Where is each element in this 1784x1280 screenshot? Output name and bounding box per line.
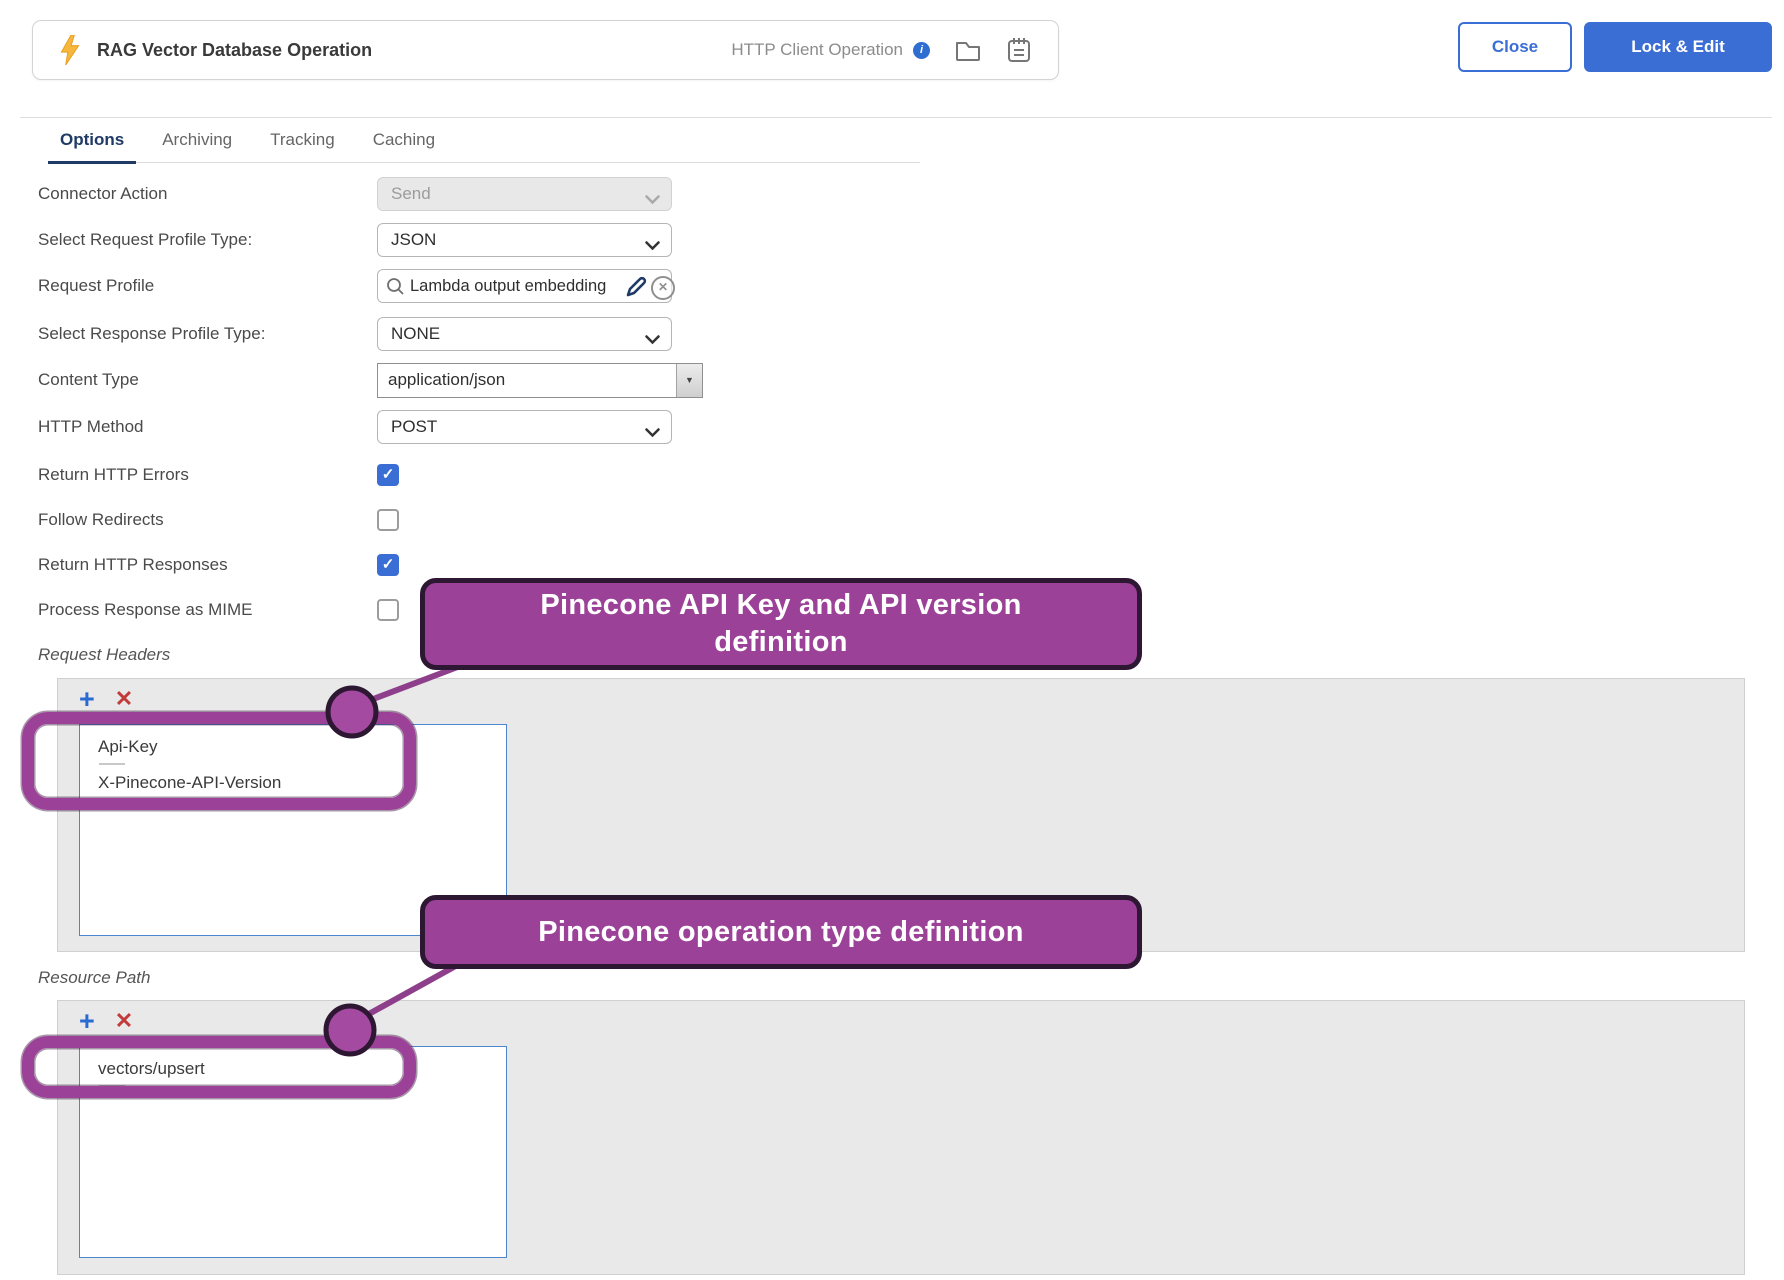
form-row-connector-action: Connector Action Send [38, 177, 703, 211]
return-http-responses-checkbox[interactable]: ✓ [377, 554, 399, 576]
content-type-label: Content Type [38, 370, 139, 389]
form-row-request-profile: Request Profile Lambda output embedding … [38, 269, 703, 303]
tab-archiving[interactable]: Archiving [162, 130, 233, 149]
list-item[interactable]: Api-Key [98, 737, 158, 756]
response-profile-type-label: Select Response Profile Type: [38, 324, 266, 343]
form-row-follow-redirects: Follow Redirects [38, 509, 703, 531]
annotation-callout-text: Pinecone operation type definition [538, 915, 1024, 948]
request-headers-toolbar: + ✕ [58, 679, 1744, 714]
annotation-callout-operation: Pinecone operation type definition [420, 895, 1142, 969]
options-form: Connector Action Send Select Request Pro… [38, 177, 703, 644]
add-icon[interactable]: + [79, 684, 95, 714]
connector-action-value: Send [391, 184, 431, 203]
http-method-label: HTTP Method [38, 417, 144, 436]
folder-icon[interactable] [954, 38, 982, 62]
annotation-callout-api-key: Pinecone API Key and API version definit… [420, 578, 1142, 670]
form-row-content-type: Content Type application/json ▼ [38, 362, 703, 398]
return-http-responses-label: Return HTTP Responses [38, 555, 228, 574]
connector-action-label: Connector Action [38, 184, 168, 203]
tab-options[interactable]: Options [48, 130, 137, 164]
request-headers-section-label: Request Headers [38, 645, 171, 664]
http-method-value: POST [391, 417, 438, 436]
form-row-return-http-responses: Return HTTP Responses ✓ [38, 554, 703, 576]
combobox-dropdown-button[interactable]: ▼ [676, 363, 702, 397]
request-profile-value: Lambda output embedding [410, 276, 607, 295]
tabs-bar: Options Archiving Tracking Caching [48, 130, 920, 164]
content-type-combobox[interactable]: application/json ▼ [377, 362, 703, 398]
request-profile-type-select[interactable]: JSON [377, 223, 672, 257]
close-button[interactable]: Close [1458, 22, 1572, 72]
form-row-http-method: HTTP Method POST [38, 410, 703, 444]
chevron-down-icon [645, 236, 660, 256]
form-row-return-http-errors: Return HTTP Errors ✓ [38, 464, 703, 486]
annotation-highlight-resource-path [22, 1036, 416, 1098]
delete-icon[interactable]: ✕ [114, 686, 134, 711]
http-method-select[interactable]: POST [377, 410, 672, 444]
chevron-down-icon [645, 190, 660, 210]
request-profile-field[interactable]: Lambda output embedding ✕ [377, 269, 675, 305]
delete-icon[interactable]: ✕ [114, 1008, 134, 1033]
info-icon[interactable]: i [913, 41, 930, 59]
resource-path-toolbar: + ✕ [58, 1001, 1744, 1036]
lock-edit-button[interactable]: Lock & Edit [1584, 22, 1772, 72]
content-type-value: application/json [388, 370, 506, 389]
operation-header-card: RAG Vector Database Operation HTTP Clien… [32, 20, 1059, 80]
form-row-process-response-as-mime: Process Response as MIME [38, 599, 703, 621]
follow-redirects-checkbox[interactable] [377, 509, 399, 531]
request-profile-type-label: Select Request Profile Type: [38, 230, 253, 249]
response-profile-type-value: NONE [391, 324, 441, 343]
lightning-icon [59, 35, 81, 65]
annotation-callout-text: Pinecone API Key and API version definit… [540, 589, 1022, 658]
process-response-as-mime-checkbox[interactable] [377, 599, 399, 621]
return-http-errors-label: Return HTTP Errors [38, 465, 189, 484]
request-profile-type-value: JSON [391, 230, 437, 249]
annotation-highlight-request-headers [22, 712, 416, 810]
tab-tracking[interactable]: Tracking [270, 130, 335, 149]
search-icon [386, 277, 405, 296]
list-item[interactable]: vectors/upsert [98, 1059, 205, 1078]
process-response-as-mime-label: Process Response as MIME [38, 600, 253, 619]
operation-type-label: HTTP Client Operation [731, 40, 903, 59]
connector-action-select: Send [377, 177, 672, 211]
item-handle-line [99, 763, 125, 765]
response-profile-type-select[interactable]: NONE [377, 317, 672, 351]
operation-type-wrap: HTTP Client Operation i [731, 36, 1032, 64]
chevron-down-icon [645, 330, 660, 350]
notepad-icon[interactable] [1006, 36, 1032, 64]
clear-icon[interactable]: ✕ [651, 276, 675, 300]
request-profile-label: Request Profile [38, 276, 155, 295]
form-row-request-profile-type: Select Request Profile Type: JSON [38, 223, 703, 257]
list-item[interactable]: X-Pinecone-API-Version [98, 773, 282, 792]
follow-redirects-label: Follow Redirects [38, 510, 164, 529]
form-row-response-profile-type: Select Response Profile Type: NONE [38, 317, 703, 351]
resource-path-section-label: Resource Path [38, 968, 151, 987]
chevron-down-icon [645, 423, 660, 443]
tab-caching[interactable]: Caching [372, 130, 436, 149]
edit-pencil-icon[interactable] [623, 274, 649, 305]
return-http-errors-checkbox[interactable]: ✓ [377, 464, 399, 486]
add-icon[interactable]: + [79, 1006, 95, 1036]
operation-title: RAG Vector Database Operation [97, 39, 373, 60]
header-divider [20, 117, 1772, 118]
